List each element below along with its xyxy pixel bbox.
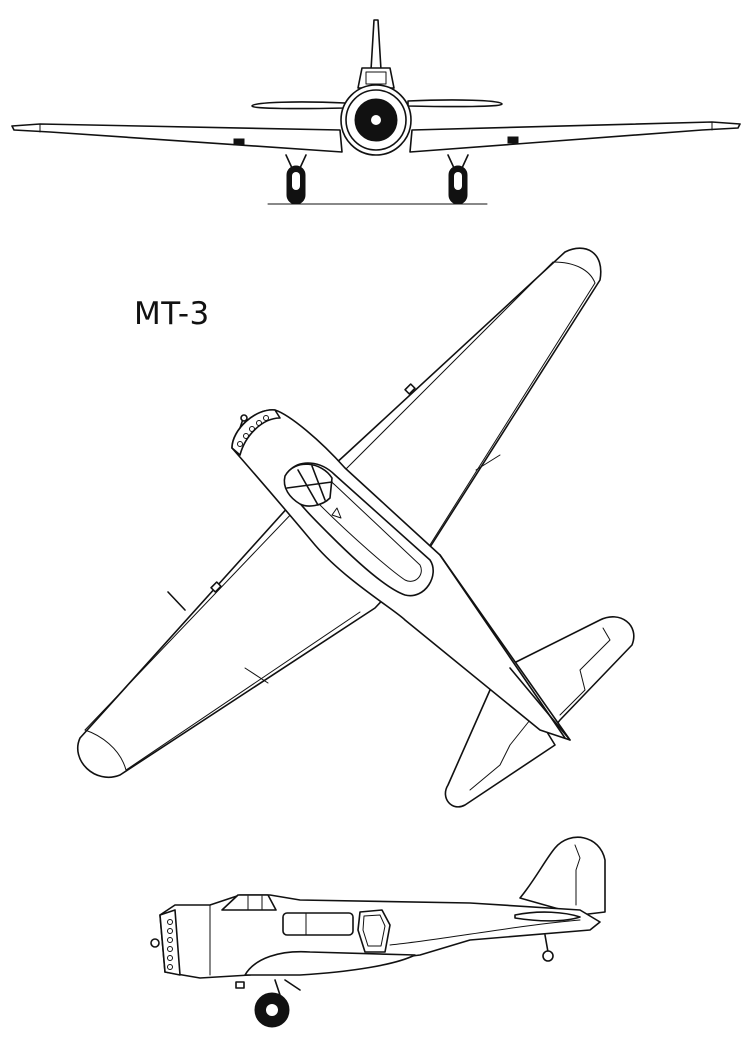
front-view [11, 19, 741, 205]
plan-view [77, 247, 635, 808]
side-view [150, 836, 606, 1028]
diagram-title: MT-3 [134, 296, 210, 332]
